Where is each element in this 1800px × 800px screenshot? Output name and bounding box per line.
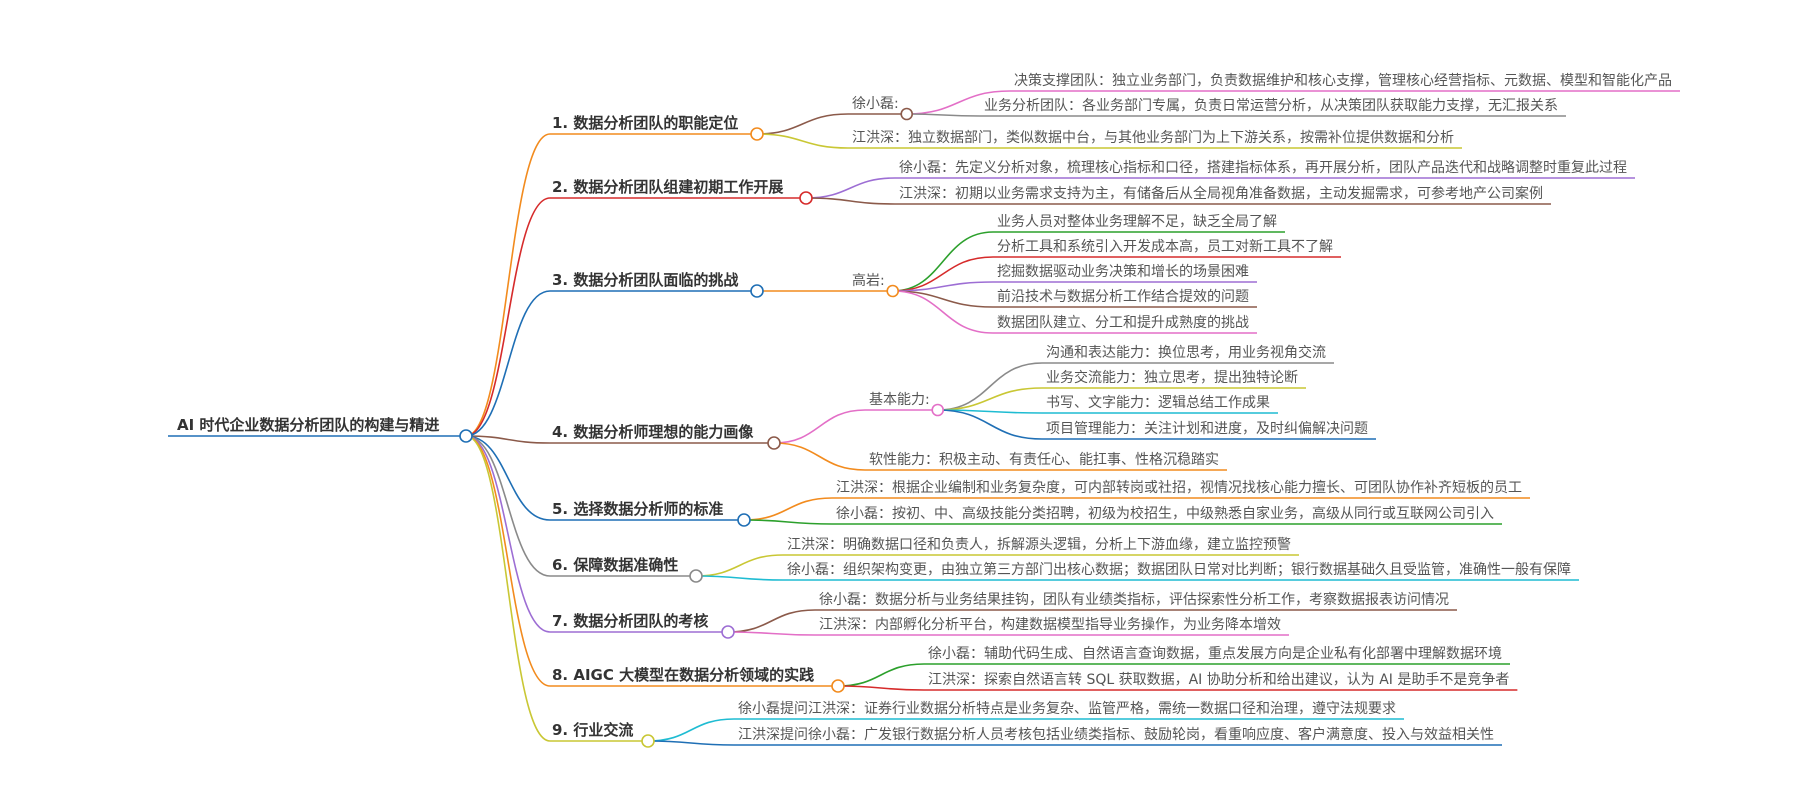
section-to-child bbox=[727, 631, 816, 636]
nodes bbox=[459, 107, 945, 748]
section-to-child bbox=[756, 133, 849, 149]
speaker-label: 高岩: bbox=[852, 272, 885, 289]
leaf-text: 徐小磊：数据分析与业务结果挂钩，团队有业绩类指标，评估探索性分析工作，考察数据报… bbox=[819, 591, 1449, 608]
section-to-child bbox=[805, 197, 896, 205]
section-node-5[interactable] bbox=[737, 513, 751, 527]
speaker-node[interactable] bbox=[886, 284, 900, 298]
root-to-section-6 bbox=[465, 435, 551, 577]
speaker-node[interactable] bbox=[931, 403, 945, 417]
speaker-node[interactable] bbox=[900, 107, 914, 121]
section-node-2[interactable] bbox=[799, 191, 813, 205]
root-title: AI 时代企业数据分析团队的构建与精进 bbox=[177, 416, 439, 434]
speaker-to-leaf bbox=[892, 290, 994, 334]
section-node-7[interactable] bbox=[721, 625, 735, 639]
root-to-section-1 bbox=[465, 133, 551, 437]
leaf-text: 江洪深提问徐小磊：广发银行数据分析人员考核包括业绩类指标、鼓励轮岗，看重响应度、… bbox=[738, 726, 1494, 743]
speaker-to-leaf bbox=[937, 387, 1043, 411]
section-node-1[interactable] bbox=[750, 127, 764, 141]
section-title: 3. 数据分析团队面临的挑战 bbox=[552, 271, 738, 289]
speaker-to-leaf bbox=[906, 113, 981, 117]
section-to-child bbox=[647, 718, 735, 742]
root-to-section-2 bbox=[465, 197, 551, 437]
root-to-section-7 bbox=[465, 435, 551, 633]
section-to-child bbox=[695, 554, 784, 577]
leaf-text: 数据团队建立、分工和提升成熟度的挑战 bbox=[997, 315, 1249, 331]
leaf-text: 挖掘数据驱动业务决策和增长的场景困难 bbox=[997, 263, 1249, 280]
leaf-text: 书写、文字能力：逻辑总结工作成果 bbox=[1046, 395, 1270, 411]
leaf-text: 业务交流能力：独立思考，提出独特论断 bbox=[1046, 369, 1298, 386]
leaf-text: 江洪深：独立数据部门，类似数据中台，与其他业务部门为上下游关系，按需补位提供数据… bbox=[852, 130, 1454, 146]
leaf-text: 江洪深：探索自然语言转 SQL 获取数据，AI 协助分析和给出建议，认为 AI … bbox=[928, 671, 1509, 688]
section-node-3[interactable] bbox=[750, 284, 764, 298]
section-node-8[interactable] bbox=[831, 679, 845, 693]
section-to-child bbox=[837, 685, 925, 691]
section-to-child bbox=[695, 575, 784, 581]
speaker-to-leaf bbox=[892, 231, 994, 292]
section-title: 4. 数据分析师理想的能力画像 bbox=[552, 423, 754, 441]
leaf-text: 软性能力：积极主动、有责任心、能扛事、性格沉稳踏实 bbox=[869, 452, 1219, 468]
section-to-child bbox=[837, 663, 925, 687]
section-to-child bbox=[727, 609, 816, 633]
speaker-to-leaf bbox=[937, 362, 1043, 411]
leaf-text: 业务分析团队：各业务部门专属，负责日常运营分析，从决策团队获取能力支撑，无汇报关… bbox=[984, 97, 1558, 114]
root-to-section-4 bbox=[465, 435, 551, 444]
section-title: 8. AIGC 大模型在数据分析领域的实践 bbox=[552, 666, 814, 684]
section-title: 5. 选择数据分析师的标准 bbox=[552, 500, 723, 518]
leaf-text: 沟通和表达能力：换位思考，用业务视角交流 bbox=[1046, 344, 1326, 361]
leaf-text: 徐小磊：组织架构变更，由独立第三方部门出核心数据；数据团队日常对比判断；银行数据… bbox=[787, 561, 1571, 578]
speaker-to-leaf bbox=[892, 290, 994, 308]
root-to-section-9 bbox=[465, 435, 551, 742]
leaf-text: 业务人员对整体业务理解不足，缺乏全局了解 bbox=[997, 213, 1277, 230]
leaf-text: 江洪深：内部孵化分析平台，构建数据模型指导业务操作，为业务降本增效 bbox=[819, 617, 1281, 633]
section-title: 2. 数据分析团队组建初期工作开展 bbox=[552, 178, 783, 196]
speaker-to-leaf bbox=[892, 256, 994, 292]
leaf-text: 前沿技术与数据分析工作结合提效的问题 bbox=[997, 288, 1249, 305]
leaf-text: 徐小磊提问江洪深：证券行业数据分析特点是业务复杂、监管严格，需统一数据口径和治理… bbox=[738, 700, 1396, 717]
section-to-child bbox=[773, 442, 866, 471]
leaf-text: 决策支撑团队：独立业务部门，负责数据维护和核心支撑，管理核心经营指标、元数据、模… bbox=[1014, 72, 1672, 89]
section-to-child bbox=[805, 177, 896, 199]
labels: AI 时代企业数据分析团队的构建与精进 1. 数据分析团队的职能定位 徐小磊: 决策支… bbox=[177, 72, 1672, 743]
root-to-section-8 bbox=[465, 435, 551, 687]
leaf-text: 项目管理能力：关注计划和进度，及时纠偏解决问题 bbox=[1046, 421, 1368, 437]
section-to-child bbox=[743, 519, 833, 525]
leaf-text: 江洪深：明确数据口径和负责人，拆解源头逻辑，分析上下游血缘，建立监控预警 bbox=[787, 537, 1291, 553]
section-to-child bbox=[743, 497, 833, 521]
leaf-text: 江洪深：根据企业编制和业务复杂度，可内部转岗或社招，视情况找核心能力擅长、可团队… bbox=[836, 479, 1522, 496]
root-to-section-3 bbox=[465, 290, 551, 437]
root-node[interactable] bbox=[459, 429, 473, 443]
leaf-text: 江洪深：初期以业务需求支持为主，有储备后从全局视角准备数据，主动发掘需求，可参考… bbox=[899, 185, 1543, 202]
section-node-6[interactable] bbox=[689, 569, 703, 583]
leaf-text: 徐小磊：辅助代码生成、自然语言查询数据，重点发展方向是企业私有化部署中理解数据环… bbox=[928, 645, 1502, 662]
speaker-label: 徐小磊: bbox=[852, 96, 899, 112]
speaker-to-leaf bbox=[892, 281, 994, 292]
section-to-child bbox=[647, 740, 735, 746]
edges bbox=[168, 90, 1680, 746]
leaf-text: 徐小磊：先定义分析对象，梳理核心指标和口径，搭建指标体系，再开展分析，团队产品迭… bbox=[899, 159, 1627, 176]
section-to-child bbox=[773, 409, 866, 444]
section-title: 6. 保障数据准确性 bbox=[552, 556, 678, 574]
speaker-label: 基本能力: bbox=[869, 391, 930, 408]
section-title: 9. 行业交流 bbox=[552, 721, 633, 739]
leaf-text: 徐小磊：按初、中、高级技能分类招聘，初级为校招生，中级熟悉自家业务，高级从同行或… bbox=[836, 505, 1494, 522]
section-to-child bbox=[756, 113, 849, 135]
speaker-to-leaf bbox=[937, 409, 1043, 440]
section-node-4[interactable] bbox=[767, 436, 781, 450]
section-title: 7. 数据分析团队的考核 bbox=[552, 612, 708, 630]
section-title: 1. 数据分析团队的职能定位 bbox=[552, 114, 738, 132]
speaker-to-leaf bbox=[906, 90, 1011, 115]
root-to-section-5 bbox=[465, 435, 551, 521]
speaker-to-leaf bbox=[937, 409, 1043, 414]
section-node-9[interactable] bbox=[641, 734, 655, 748]
leaf-text: 分析工具和系统引入开发成本高，员工对新工具不了解 bbox=[997, 238, 1333, 255]
